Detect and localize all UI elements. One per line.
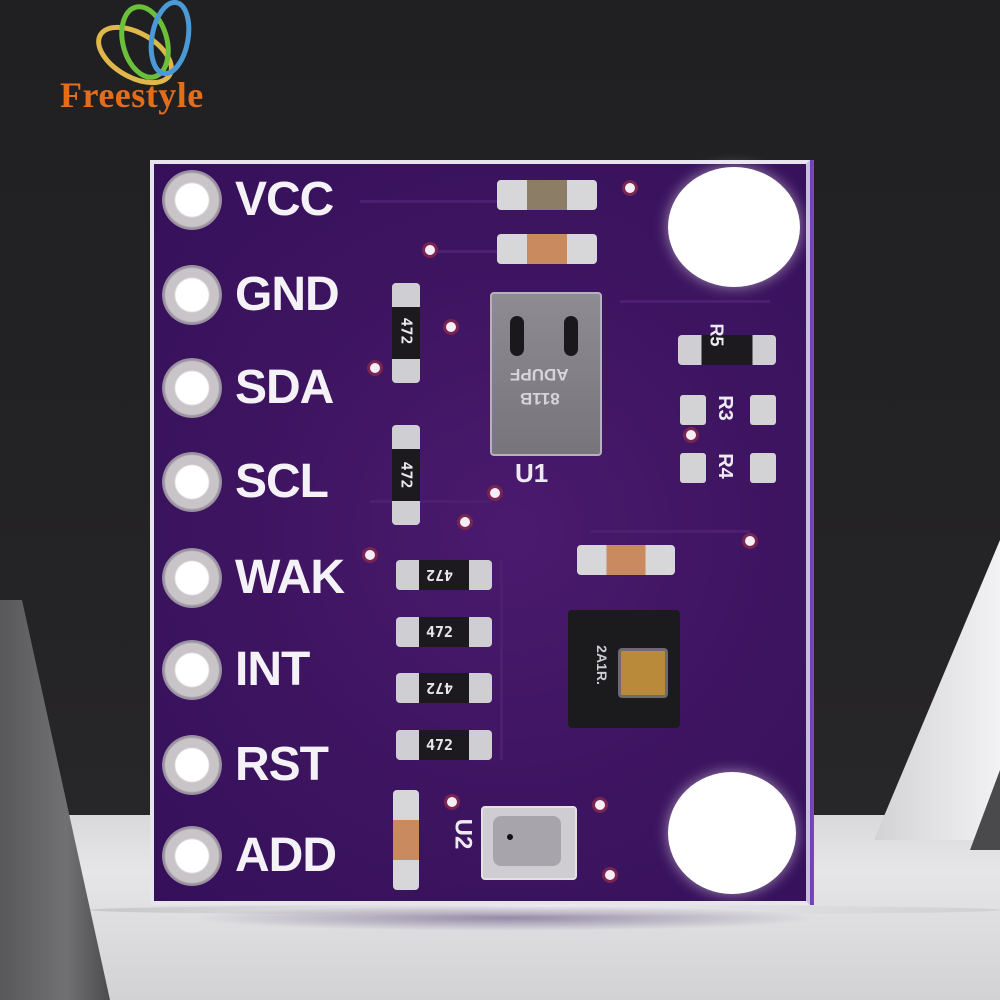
sensor-chip-u1: ADUPF 811B: [490, 292, 602, 456]
pad: [680, 453, 706, 483]
via: [745, 536, 755, 546]
pad: [680, 395, 706, 425]
brand-logo: [55, 0, 255, 115]
pin-hole-add: [162, 826, 222, 886]
via: [365, 550, 375, 560]
pin-hole-vcc: [162, 170, 222, 230]
chip-slot: [510, 316, 524, 356]
via: [686, 430, 696, 440]
resistor: [396, 617, 492, 647]
trace: [620, 300, 770, 303]
mounting-hole-bottom: [668, 772, 796, 894]
pin-label-scl: SCL: [235, 455, 329, 508]
resistor: [396, 560, 492, 590]
pressure-sensor-u2: [481, 806, 577, 880]
pin-label-wak: WAK: [235, 551, 345, 604]
pad: [750, 395, 776, 425]
pad: [750, 453, 776, 483]
resistor-code: 472: [397, 461, 416, 489]
trace: [590, 530, 750, 533]
silk-label-r5: R5: [706, 323, 727, 347]
pin-hole-sda: [162, 358, 222, 418]
resistor: [396, 730, 492, 760]
trace: [370, 500, 490, 503]
trace: [500, 560, 503, 760]
trace: [430, 250, 500, 253]
pin-hole-scl: [162, 452, 222, 512]
via: [490, 488, 500, 498]
sensor-port: [507, 834, 513, 840]
resistor: [392, 283, 420, 383]
via: [447, 797, 457, 807]
pin-label-rst: RST: [235, 738, 329, 791]
pin-label-int: INT: [235, 643, 310, 696]
silk-label-r3: R3: [713, 395, 736, 421]
logo-rings-icon: [96, 0, 192, 86]
via: [595, 800, 605, 810]
silk-label-r4: R4: [713, 453, 736, 479]
chip-slot: [564, 316, 578, 356]
resistor-r5: [678, 335, 776, 365]
via: [370, 363, 380, 373]
resistor: [392, 425, 420, 525]
mounting-hole-top: [668, 167, 800, 287]
sensor-lid: [493, 816, 561, 866]
chip-marking: ADUPF: [510, 365, 569, 384]
gas-sensor-chip: 2A1R.: [568, 610, 680, 728]
via: [446, 322, 456, 332]
via: [625, 183, 635, 193]
resistor-code: 472: [397, 317, 416, 345]
pin-label-gnd: GND: [235, 268, 340, 321]
resistor-code: 472: [426, 736, 454, 754]
resistor: [396, 673, 492, 703]
chip-marking: 811B: [520, 389, 560, 408]
pin-hole-int: [162, 640, 222, 700]
chip-marking: 2A1R.: [593, 645, 610, 685]
capacitor: [577, 545, 675, 575]
silk-label-u1: U1: [515, 458, 549, 488]
sensor-window: [618, 648, 668, 698]
resistor-code: 472: [426, 679, 454, 697]
resistor-code: 472: [426, 623, 454, 641]
board-shadow: [190, 905, 820, 931]
pin-hole-rst: [162, 735, 222, 795]
silk-label-u2: U2: [449, 818, 477, 850]
capacitor: [497, 180, 597, 210]
pin-label-sda: SDA: [235, 361, 334, 414]
capacitor: [393, 790, 419, 890]
pin-label-add: ADD: [235, 829, 337, 882]
via: [460, 517, 470, 527]
capacitor: [497, 234, 597, 264]
pin-label-vcc: VCC: [235, 173, 334, 226]
pin-hole-gnd: [162, 265, 222, 325]
brand-name: Freestyle: [60, 75, 204, 115]
via: [425, 245, 435, 255]
trace: [360, 200, 500, 203]
pin-hole-wak: [162, 548, 222, 608]
resistor-code: 472: [426, 566, 454, 584]
via: [605, 870, 615, 880]
